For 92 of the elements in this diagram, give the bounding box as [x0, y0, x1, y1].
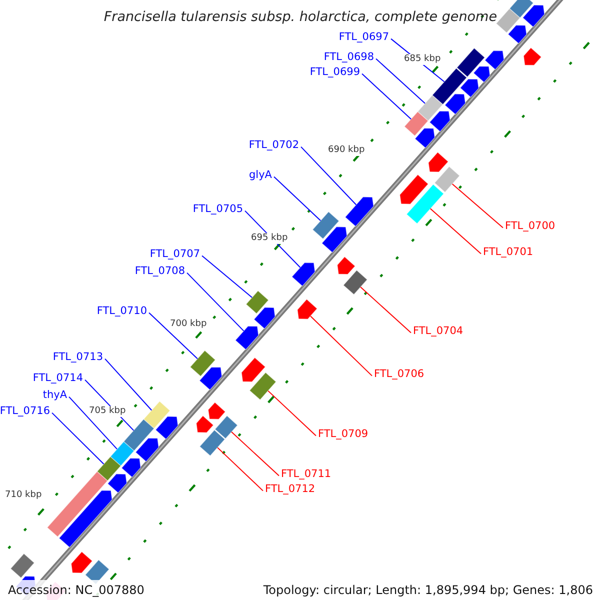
gene-label: FTL_0699 — [310, 66, 360, 79]
gene-block — [190, 350, 216, 377]
gene-feature — [484, 50, 504, 70]
leader-line — [452, 183, 504, 228]
gene-label: FTL_0711 — [281, 468, 332, 481]
gene-block — [434, 166, 460, 193]
gene-block — [46, 471, 108, 538]
leader-line — [310, 316, 372, 376]
gene-block — [496, 8, 520, 34]
gene-label: FTL_0709 — [318, 428, 368, 441]
leader-line — [360, 286, 412, 334]
gene-block — [10, 553, 35, 578]
gene-feature — [135, 438, 160, 462]
leader-line — [274, 176, 322, 222]
gene-feature — [234, 326, 259, 350]
gene-feature — [414, 128, 436, 148]
gene-feature — [241, 357, 266, 382]
leader-line — [186, 272, 244, 332]
gene-label: FTL_0702 — [248, 139, 299, 152]
gene-feature — [444, 94, 466, 115]
gene-feature — [155, 416, 178, 440]
gene-feature — [199, 366, 222, 390]
gene-feature — [291, 262, 316, 287]
gene-feature — [473, 66, 490, 83]
leader-line — [268, 390, 316, 436]
gene-feature — [196, 415, 214, 433]
gene-label: FTL_0700 — [505, 220, 556, 233]
leader-line — [104, 358, 152, 411]
gene-feature — [429, 110, 450, 132]
gene-block — [110, 441, 135, 466]
gene-block — [249, 372, 276, 400]
leader-line — [68, 396, 118, 450]
gene-label: FTL_0701 — [483, 246, 534, 259]
leader-line — [430, 208, 482, 254]
leader-line — [300, 146, 357, 206]
gene-block — [404, 111, 429, 136]
gene-feature — [428, 152, 449, 172]
gene-block — [432, 68, 468, 105]
gene-label: glyA — [249, 169, 272, 182]
title: Francisella tularensis subsp. holarctica, complete genome — [104, 9, 497, 25]
gene-label: FTL_0713 — [52, 351, 103, 364]
gene-label: FTL_0708 — [134, 265, 185, 278]
gene-block — [406, 184, 444, 224]
gene-feature — [121, 458, 142, 478]
gene-label: FTL_0704 — [413, 325, 464, 338]
scale-label: 705 kbp — [88, 406, 127, 417]
gene-feature — [336, 256, 356, 275]
gene-block — [312, 211, 340, 240]
gene-feature — [254, 307, 276, 330]
gene-feature — [107, 474, 128, 494]
gene-feature — [297, 298, 318, 320]
gene-label: FTL_0697 — [338, 31, 389, 44]
gene-block — [456, 48, 486, 78]
scale-label: 695 kbp — [250, 233, 289, 244]
gene-block — [143, 400, 170, 429]
gene-label: FTL_0710 — [96, 305, 147, 318]
gene-label: FTL_0716 — [0, 405, 50, 418]
gene-feature — [58, 490, 112, 548]
gene-label: FTL_0705 — [192, 203, 243, 216]
gene-block — [96, 456, 122, 482]
scale-label: 710 kbp — [4, 490, 43, 501]
gene-feature — [522, 4, 545, 28]
gene-feature — [70, 551, 93, 574]
gene-block — [342, 270, 368, 295]
leader-line — [217, 447, 264, 492]
gene-block — [123, 418, 155, 452]
gene-label: FTL_0714 — [32, 372, 83, 385]
gene-feature — [208, 402, 226, 420]
gene-label: thyA — [42, 389, 67, 402]
gene-label: FTL_0707 — [150, 248, 200, 261]
gene-block — [199, 430, 226, 456]
leader-line — [52, 412, 104, 465]
leader-line — [230, 431, 280, 476]
gene-feature — [344, 196, 374, 227]
leader-line — [362, 73, 412, 120]
gene-block — [417, 94, 444, 122]
scale-label: 685 kbp — [403, 54, 442, 65]
scale-label: 690 kbp — [327, 145, 366, 156]
leader-line — [202, 255, 253, 298]
gene-feature — [399, 174, 429, 204]
gene-block — [509, 0, 534, 18]
leader-line — [376, 58, 426, 104]
leader-line — [148, 312, 198, 360]
gene-label: FTL_0712 — [265, 483, 316, 496]
gene-feature — [523, 47, 542, 66]
gene-block — [246, 290, 269, 314]
gene-feature — [508, 24, 527, 44]
gene-block — [214, 415, 238, 440]
gene-label: FTL_0698 — [324, 51, 374, 64]
scale-label: 700 kbp — [169, 319, 208, 330]
gene-label: FTL_0706 — [374, 368, 424, 381]
gene-feature — [321, 226, 348, 253]
